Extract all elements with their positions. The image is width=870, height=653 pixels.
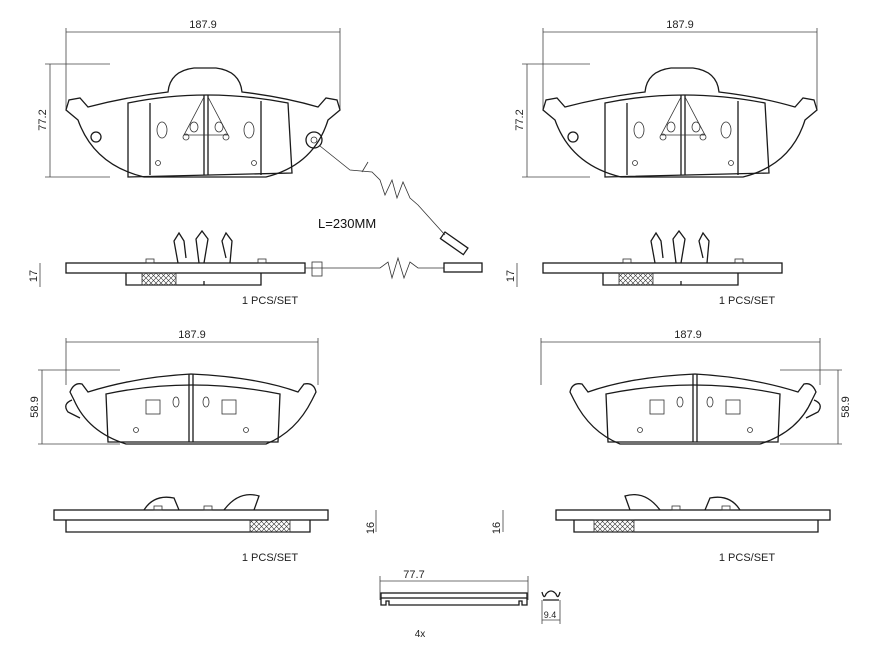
clip-length-label: 77.7 xyxy=(403,569,424,581)
front-thickness-label-right: 17 xyxy=(505,270,517,282)
rear-quantity-label: 1 PCS/SET xyxy=(242,552,299,564)
clip-height-label: 9.4 xyxy=(544,610,557,620)
rear-pad-left: 187.9 58.9 16 1 PCS/SET xyxy=(29,329,377,564)
rear-thickness-label: 16 xyxy=(365,522,377,534)
front-width-label: 187.9 xyxy=(189,19,217,31)
rear-width-label-right: 187.9 xyxy=(674,329,702,341)
rear-quantity-label-right: 1 PCS/SET xyxy=(719,552,776,564)
front-quantity-label: 1 PCS/SET xyxy=(242,295,299,307)
rear-thickness-label-right: 16 xyxy=(491,522,503,534)
front-quantity-label-right: 1 PCS/SET xyxy=(719,295,776,307)
rear-pad-right: 187.9 58.9 16 1 PCS/SET xyxy=(491,329,852,564)
clip-drawing: 77.7 9.4 4x xyxy=(379,569,561,640)
wear-sensor xyxy=(305,131,469,256)
rear-height-label-right: 58.9 xyxy=(840,396,852,417)
rear-width-label: 187.9 xyxy=(178,329,206,341)
front-height-label: 77.2 xyxy=(37,109,49,130)
front-thickness-label: 17 xyxy=(28,270,40,282)
rear-height-label: 58.9 xyxy=(29,396,41,417)
sensor-length-label: L=230MM xyxy=(318,216,376,231)
front-width-label-right: 187.9 xyxy=(666,19,694,31)
front-pad-right: 187.9 77.2 17 1 PCS/SET xyxy=(505,19,818,307)
clip-count-label: 4x xyxy=(415,629,426,640)
front-pad-left: 187.9 77.2 L=230MM 17 1 PCS/SET xyxy=(28,19,483,307)
front-height-label-right: 77.2 xyxy=(514,109,526,130)
